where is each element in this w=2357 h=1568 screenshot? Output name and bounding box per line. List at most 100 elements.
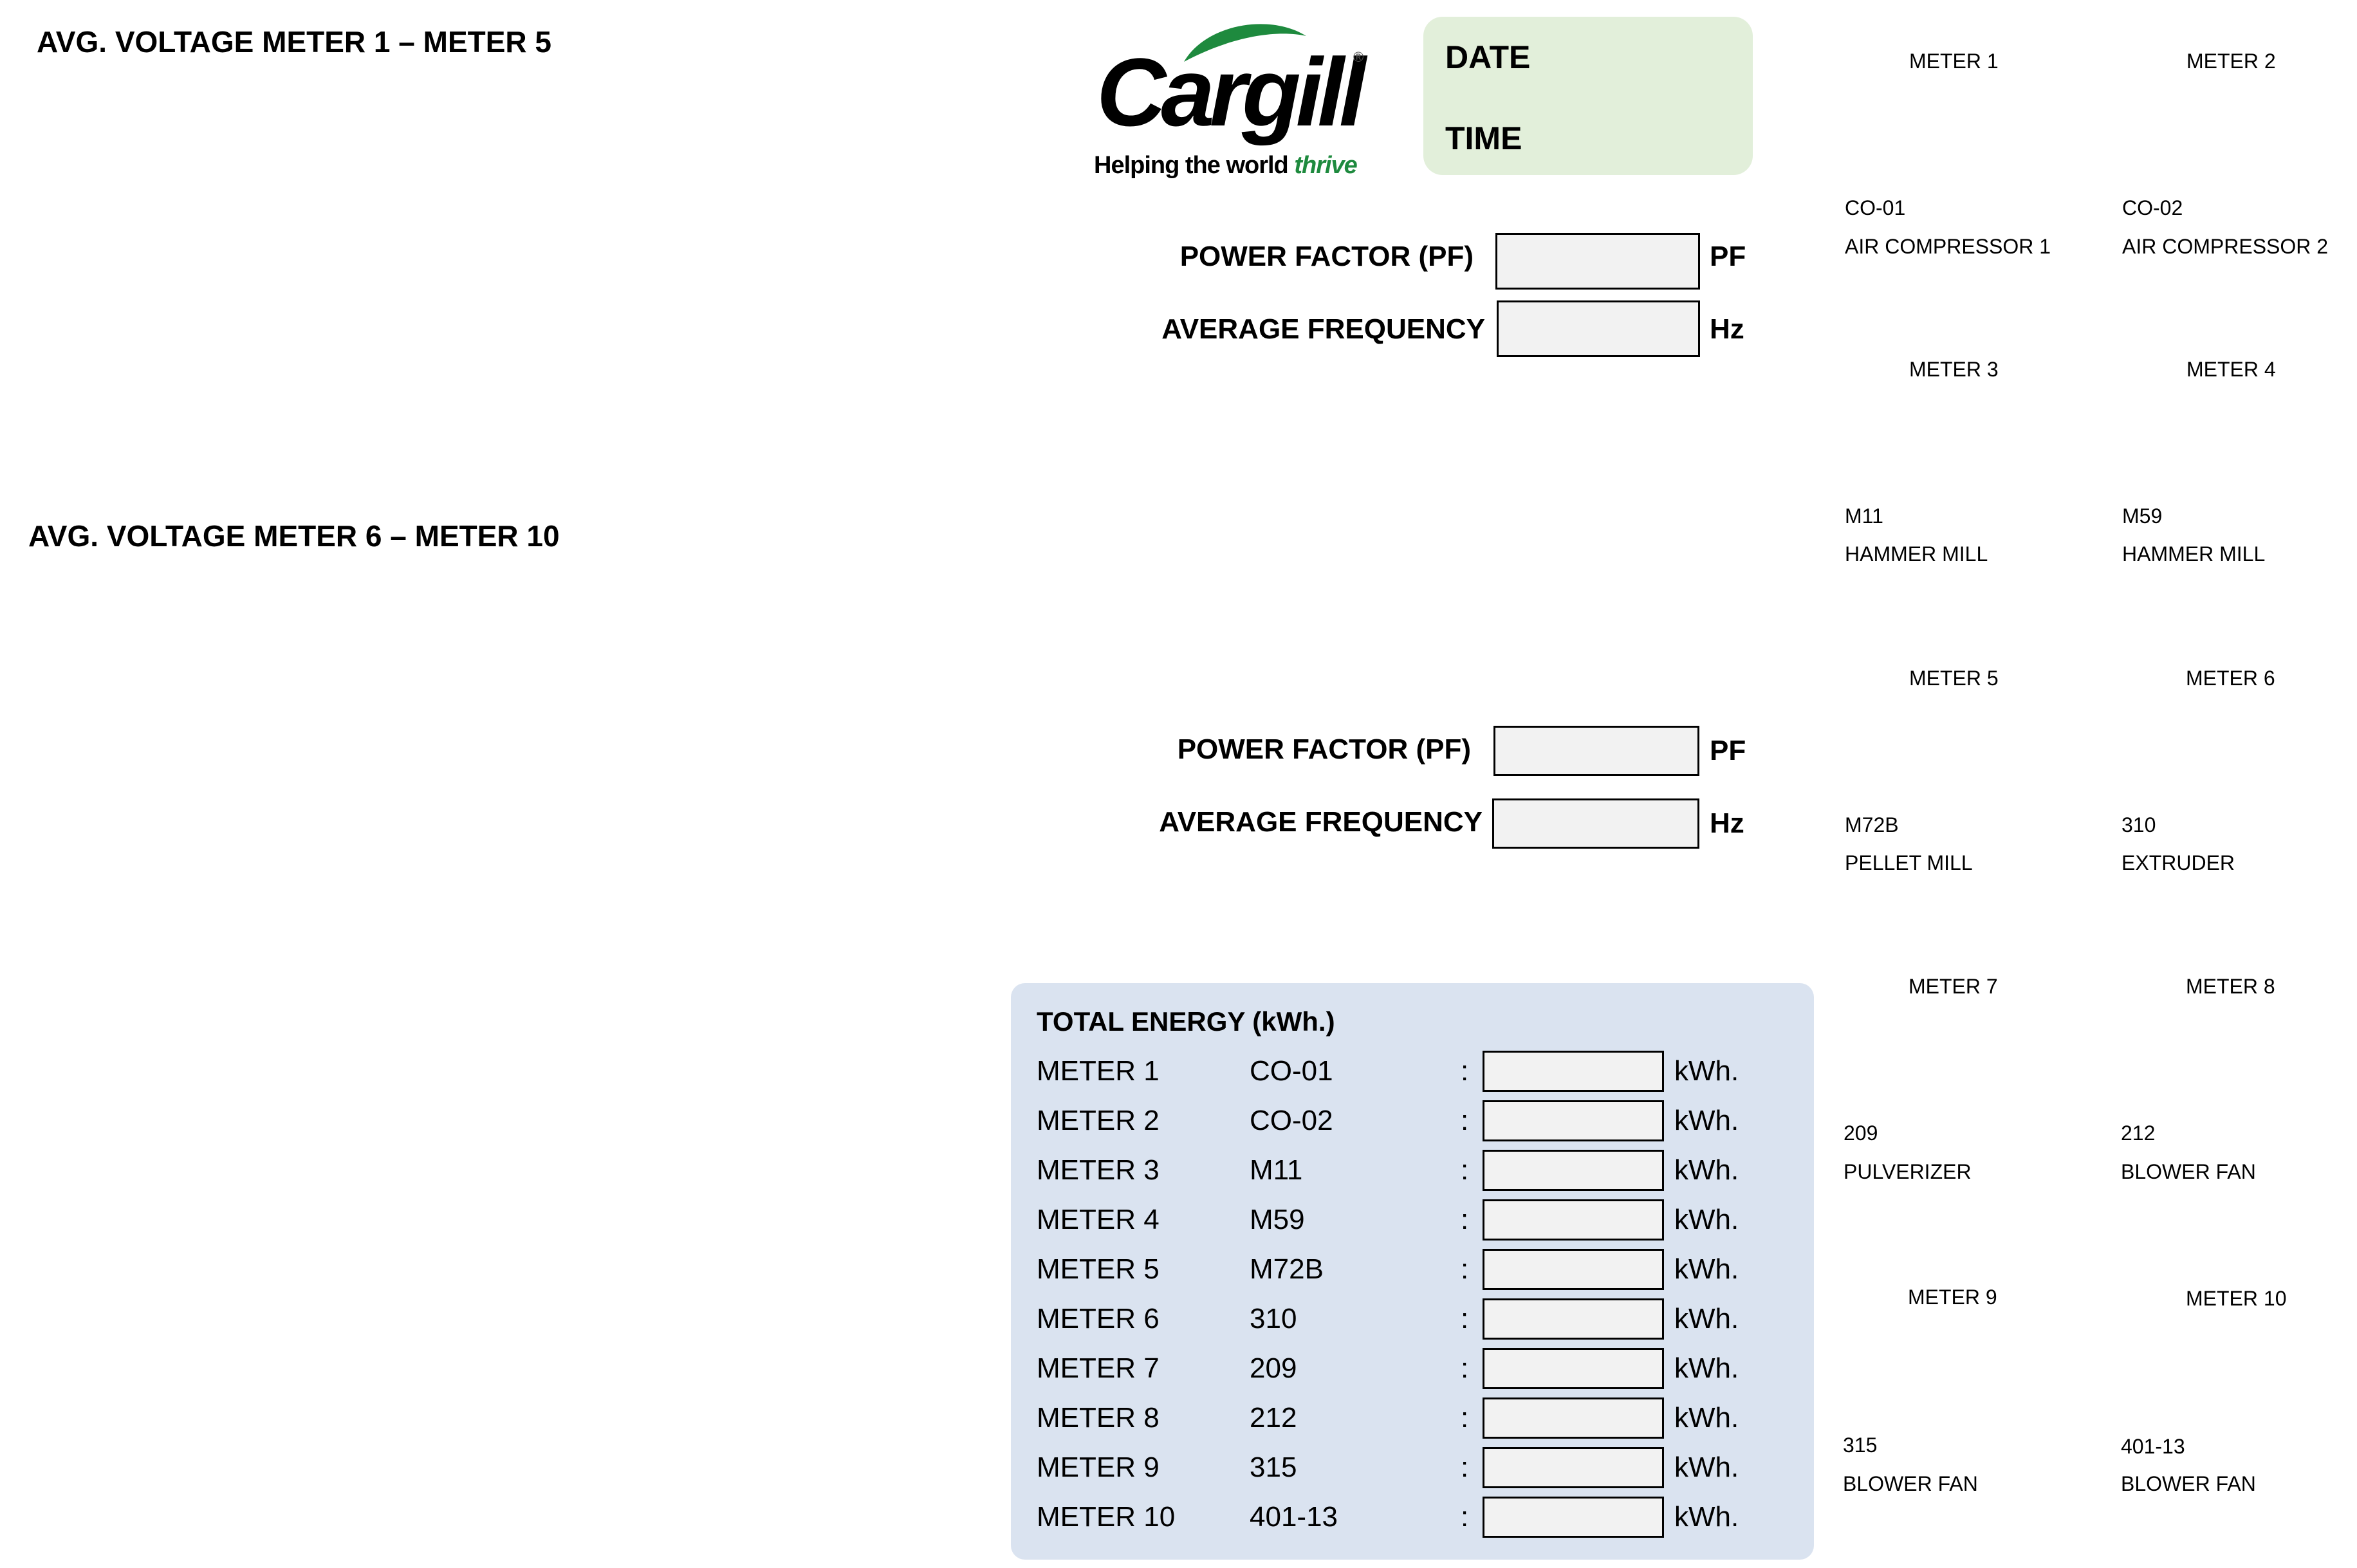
tagline-prefix: Helping the world [1094,152,1295,179]
time-label: TIME [1445,120,1522,156]
energy-value-field-1[interactable] [1483,1051,1664,1092]
average-frequency-field-1[interactable] [1497,300,1700,357]
energy-row-separator: : [1461,1253,1469,1285]
energy-value-field-3[interactable] [1483,1150,1664,1191]
meter-5-code: M72B [1845,813,1899,836]
energy-row-unit: kWh. [1674,1105,1739,1136]
energy-row-unit: kWh. [1674,1154,1739,1186]
energy-row-separator: : [1461,1105,1469,1136]
meter-4-code: M59 [2122,504,2163,528]
meter-5-title: METER 5 [1909,667,1999,690]
hz-unit-1: Hz [1710,313,1744,345]
avg-voltage-1-5-title: AVG. VOLTAGE METER 1 – METER 5 [37,25,551,59]
energy-row-meter: METER 7 [1037,1352,1160,1384]
energy-row-unit: kWh. [1674,1303,1739,1334]
meter-6-name: EXTRUDER [2121,851,2235,874]
energy-row-unit: kWh. [1674,1501,1739,1533]
power-factor-label-2: POWER FACTOR (PF) [1177,733,1471,765]
energy-value-field-4[interactable] [1483,1199,1664,1241]
pf-unit-1: PF [1710,241,1746,272]
meter-3-title: METER 3 [1909,358,1999,381]
energy-row-separator: : [1461,1501,1469,1533]
energy-row-separator: : [1461,1154,1469,1186]
meter-5-name: PELLET MILL [1845,851,1973,874]
average-frequency-label-1: AVERAGE FREQUENCY [1161,313,1485,345]
meter-8-code: 212 [2121,1121,2156,1145]
meter-9-code: 315 [1843,1434,1878,1457]
energy-row-separator: : [1461,1402,1469,1434]
meter-7-name: PULVERIZER [1844,1160,1972,1183]
energy-row-unit: kWh. [1674,1055,1739,1087]
meter-10-title: METER 10 [2186,1287,2287,1310]
energy-row-meter: METER 3 [1037,1154,1160,1186]
date-label: DATE [1445,39,1531,75]
meter-1-name: AIR COMPRESSOR 1 [1845,235,2051,258]
energy-value-field-6[interactable] [1483,1298,1664,1340]
meter-8-name: BLOWER FAN [2121,1160,2256,1183]
meter-2-code: CO-02 [2122,196,2183,219]
cargill-logo: Cargill ® Helping the world thrive [1087,13,1383,187]
meter-7-title: METER 7 [1909,975,1998,998]
power-factor-field-1[interactable] [1495,233,1700,290]
meter-10-code: 401-13 [2121,1435,2185,1458]
meter-6-code: 310 [2121,813,2156,836]
energy-row-separator: : [1461,1352,1469,1384]
energy-row-unit: kWh. [1674,1253,1739,1285]
energy-row-meter: METER 10 [1037,1501,1176,1533]
meter-4-title: METER 4 [2186,358,2276,381]
power-factor-label-1: POWER FACTOR (PF) [1179,241,1474,272]
tagline-accent: thrive [1294,152,1357,179]
energy-row-unit: kWh. [1674,1402,1739,1434]
energy-row-code: M11 [1250,1154,1303,1186]
leaf-icon [1184,24,1306,62]
energy-row-code: M59 [1250,1204,1305,1235]
energy-row-code: 209 [1250,1352,1297,1384]
energy-row-code: 212 [1250,1402,1297,1434]
energy-value-field-5[interactable] [1483,1249,1664,1290]
average-frequency-label-2: AVERAGE FREQUENCY [1159,806,1483,838]
meter-6-title: METER 6 [2186,667,2275,690]
energy-value-field-8[interactable] [1483,1397,1664,1439]
meter-2-name: AIR COMPRESSOR 2 [2122,235,2329,258]
energy-row-code: 401-13 [1250,1501,1338,1533]
energy-row-separator: : [1461,1303,1469,1334]
power-factor-field-2[interactable] [1493,726,1699,776]
energy-row-meter: METER 8 [1037,1402,1160,1434]
average-frequency-field-2[interactable] [1492,798,1699,849]
energy-row-code: CO-01 [1250,1055,1333,1087]
energy-row-meter: METER 4 [1037,1204,1160,1235]
meter-9-name: BLOWER FAN [1843,1472,1978,1495]
pf-unit-2: PF [1710,735,1746,766]
datetime-panel: DATE TIME [1423,17,1753,175]
energy-row-meter: METER 9 [1037,1452,1160,1483]
meter-9-title: METER 9 [1908,1286,1997,1309]
meter-1-title: METER 1 [1909,50,1999,73]
energy-row-unit: kWh. [1674,1452,1739,1483]
total-energy-panel: TOTAL ENERGY (kWh.) METER 1 CO-01 : kWh.… [1011,983,1814,1560]
logo-tagline: Helping the world thrive [1094,152,1358,180]
meter-3-code: M11 [1845,504,1883,528]
energy-row-separator: : [1461,1204,1469,1235]
energy-row-meter: METER 2 [1037,1105,1160,1136]
meter-2-title: METER 2 [2186,50,2276,73]
meter-4-name: HAMMER MILL [2122,542,2266,566]
meter-7-code: 209 [1844,1121,1878,1145]
logo-wordmark: Cargill [1096,38,1366,146]
meter-1-code: CO-01 [1845,196,1906,219]
energy-row-separator: : [1461,1055,1469,1087]
energy-value-field-9[interactable] [1483,1447,1664,1488]
avg-voltage-6-10-title: AVG. VOLTAGE METER 6 – METER 10 [28,519,560,553]
energy-value-field-10[interactable] [1483,1497,1664,1538]
energy-row-separator: : [1461,1452,1469,1483]
meter-8-title: METER 8 [2186,975,2275,998]
energy-value-field-7[interactable] [1483,1348,1664,1389]
energy-row-meter: METER 6 [1037,1303,1160,1334]
energy-value-field-2[interactable] [1483,1100,1664,1141]
energy-row-code: 315 [1250,1452,1297,1483]
hz-unit-2: Hz [1710,807,1744,839]
energy-row-code: CO-02 [1250,1105,1333,1136]
energy-row-meter: METER 1 [1037,1055,1160,1087]
meter-10-name: BLOWER FAN [2121,1472,2256,1495]
energy-row-unit: kWh. [1674,1204,1739,1235]
energy-row-code: M72B [1250,1253,1324,1285]
